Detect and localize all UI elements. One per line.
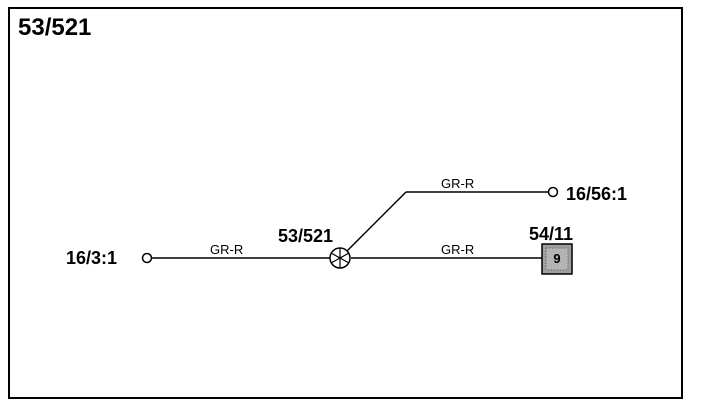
diagram-title: 53/521: [18, 14, 92, 41]
connector-label: 54/11: [529, 224, 574, 244]
wire-label-upper: GR-R: [441, 176, 475, 191]
diagram-frame: [8, 7, 683, 399]
connector-pin-number: 9: [553, 251, 561, 266]
terminal-upper-right[interactable]: [547, 186, 559, 198]
connector-box-inner: [545, 247, 569, 271]
endpoint-label-upper-right: 16/56:1: [566, 184, 628, 204]
terminal-left[interactable]: [141, 252, 153, 264]
endpoint-label-left: 16/3:1: [66, 248, 118, 268]
splice-symbol[interactable]: [329, 247, 351, 269]
splice-label: 53/521: [278, 226, 334, 246]
wire-label-left: GR-R: [210, 242, 244, 257]
wire-upper-diagonal: [345, 191, 407, 253]
wire-label-lower: GR-R: [441, 242, 475, 257]
